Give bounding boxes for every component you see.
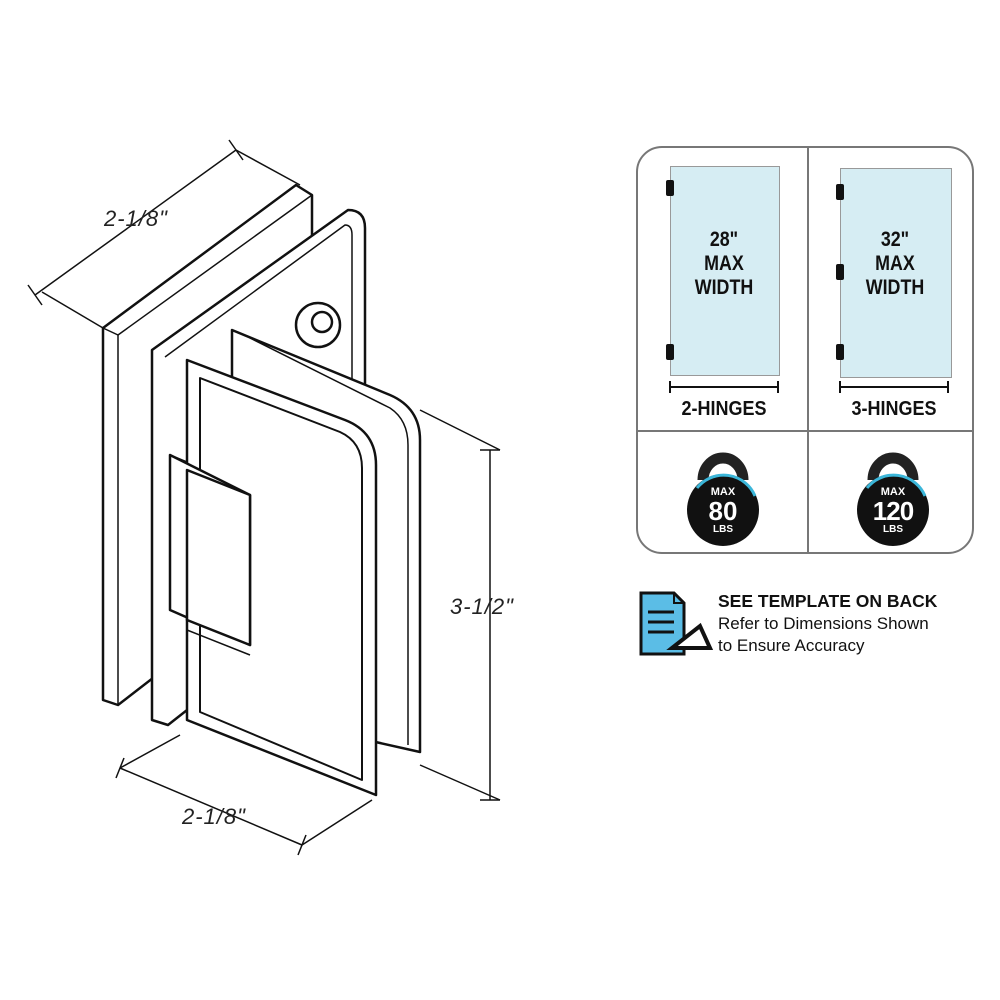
hinge-icon — [836, 264, 844, 280]
divider — [638, 430, 972, 432]
width-arrow — [669, 381, 779, 393]
template-note-line2: to Ensure Accuracy — [718, 636, 865, 655]
hinge-icon — [666, 344, 674, 360]
width-arrow — [839, 381, 949, 393]
glass-door-2-hinges — [670, 166, 780, 376]
dimension-lines — [27, 139, 501, 856]
hinge-count-label: 3-HINGES — [851, 398, 937, 420]
template-note-line1: Refer to Dimensions Shown — [718, 614, 929, 633]
divider — [807, 148, 809, 552]
template-note-title: SEE TEMPLATE ON BACK — [718, 591, 938, 611]
hinge-front-leaf — [185, 358, 378, 797]
hinge-count-label: 2-HINGES — [681, 398, 767, 420]
hinge-icon — [666, 180, 674, 196]
weight-120-icon: MAX 120 LBS — [853, 440, 933, 550]
hinge-icon — [836, 184, 844, 200]
template-document-icon — [639, 591, 714, 656]
template-note: SEE TEMPLATE ON BACK Refer to Dimensions… — [718, 590, 937, 657]
height-dimension-label: 3-1/2" — [450, 594, 514, 619]
width-dimension-label: 2-1/8" — [182, 804, 246, 829]
depth-dimension-label: 2-1/8" — [104, 206, 168, 231]
hinge-drawing — [27, 139, 501, 856]
hinge-icon — [836, 344, 844, 360]
weight-80-icon: MAX 80 LBS — [683, 440, 763, 550]
